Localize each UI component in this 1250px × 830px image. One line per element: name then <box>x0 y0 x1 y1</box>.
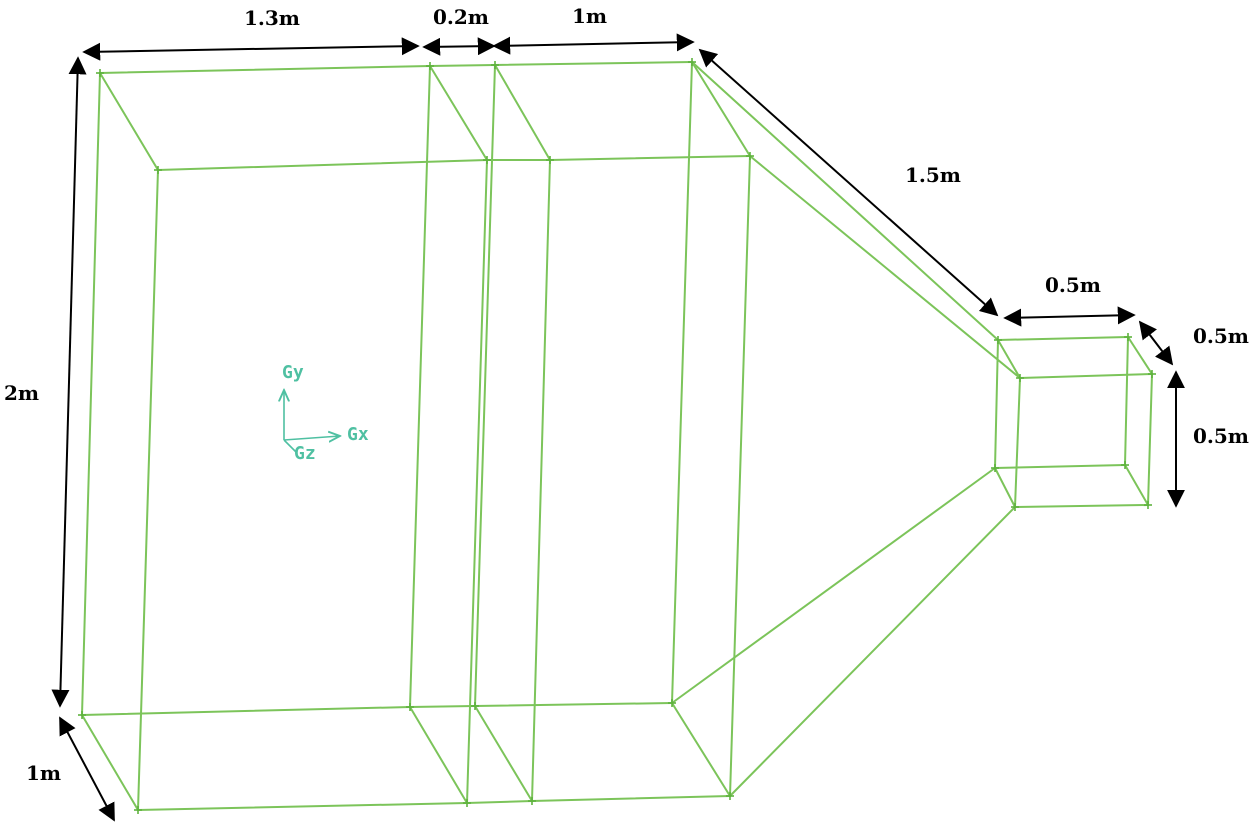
dim-arrow-height <box>51 56 87 708</box>
wireframe-edges <box>81 61 1153 811</box>
edge <box>99 65 431 74</box>
edge <box>994 464 1126 469</box>
dim-label-outlet-depth: 0.5m <box>1193 324 1249 348</box>
dim-label-outlet-height: 0.5m <box>1193 424 1249 448</box>
edge <box>81 706 411 716</box>
dim-label-height: 2m <box>4 381 39 405</box>
dim-arrow-top-left <box>82 37 420 61</box>
edge <box>531 159 551 802</box>
edge <box>409 706 468 804</box>
edge <box>99 72 159 171</box>
edge <box>994 467 1016 508</box>
edge <box>466 800 533 804</box>
dim-arrow-depth <box>59 716 115 822</box>
vertex-markers <box>78 58 1156 814</box>
edge <box>137 802 468 811</box>
z-axis-label: Gz <box>294 443 316 464</box>
edge <box>531 795 731 802</box>
edge <box>994 339 999 469</box>
dim-label-top-mid: 0.2m <box>433 5 489 29</box>
edge <box>494 61 693 66</box>
edge <box>1127 336 1153 375</box>
edge <box>1124 336 1129 466</box>
axis-indicator: Gy Gx Gz <box>282 362 369 464</box>
dim-arrow-top-right <box>492 33 695 55</box>
edge <box>671 702 731 797</box>
edge <box>81 72 101 716</box>
edge <box>1019 373 1153 379</box>
edge <box>474 705 533 802</box>
dim-arrow-outlet-width <box>1003 306 1136 327</box>
edge <box>1014 504 1149 508</box>
edge <box>494 64 551 161</box>
z-axis-arrow <box>283 439 297 453</box>
dim-label-top-left: 1.3m <box>244 6 300 30</box>
edge <box>1014 377 1021 508</box>
edge <box>466 159 488 804</box>
edge <box>429 65 488 161</box>
edge <box>81 714 139 811</box>
edge <box>691 61 999 341</box>
edge <box>997 336 1129 341</box>
edge <box>691 61 751 157</box>
dim-label-taper: 1.5m <box>905 163 961 187</box>
edge <box>671 61 693 704</box>
edge <box>729 155 751 797</box>
edge <box>409 705 476 708</box>
edge <box>137 169 159 811</box>
edge <box>1147 373 1153 506</box>
dim-arrow-outlet-depth <box>1138 320 1174 366</box>
y-axis-label: Gy <box>282 362 304 383</box>
x-axis-label: Gx <box>347 424 369 445</box>
edge <box>1124 464 1149 506</box>
dim-label-top-right: 1m <box>572 4 607 28</box>
edge <box>671 467 996 704</box>
dim-arrow-taper <box>698 48 999 317</box>
dimension-labels: 1.3m 0.2m 1m 2m 1m 1.5m 0.5m 0.5m 0.5m <box>4 4 1249 785</box>
edge <box>157 159 488 171</box>
edge <box>409 65 431 708</box>
edge <box>429 64 496 67</box>
edge <box>749 155 1021 379</box>
dim-label-depth: 1m <box>26 761 61 785</box>
dimension-arrows <box>51 33 1185 822</box>
dim-label-outlet-width: 0.5m <box>1045 273 1101 297</box>
dim-arrow-top-mid <box>422 37 496 56</box>
edge <box>549 155 751 161</box>
edge <box>997 339 1021 379</box>
edge <box>474 702 673 707</box>
x-axis-arrow <box>283 436 340 440</box>
edge <box>729 506 1016 797</box>
edge <box>474 64 496 707</box>
